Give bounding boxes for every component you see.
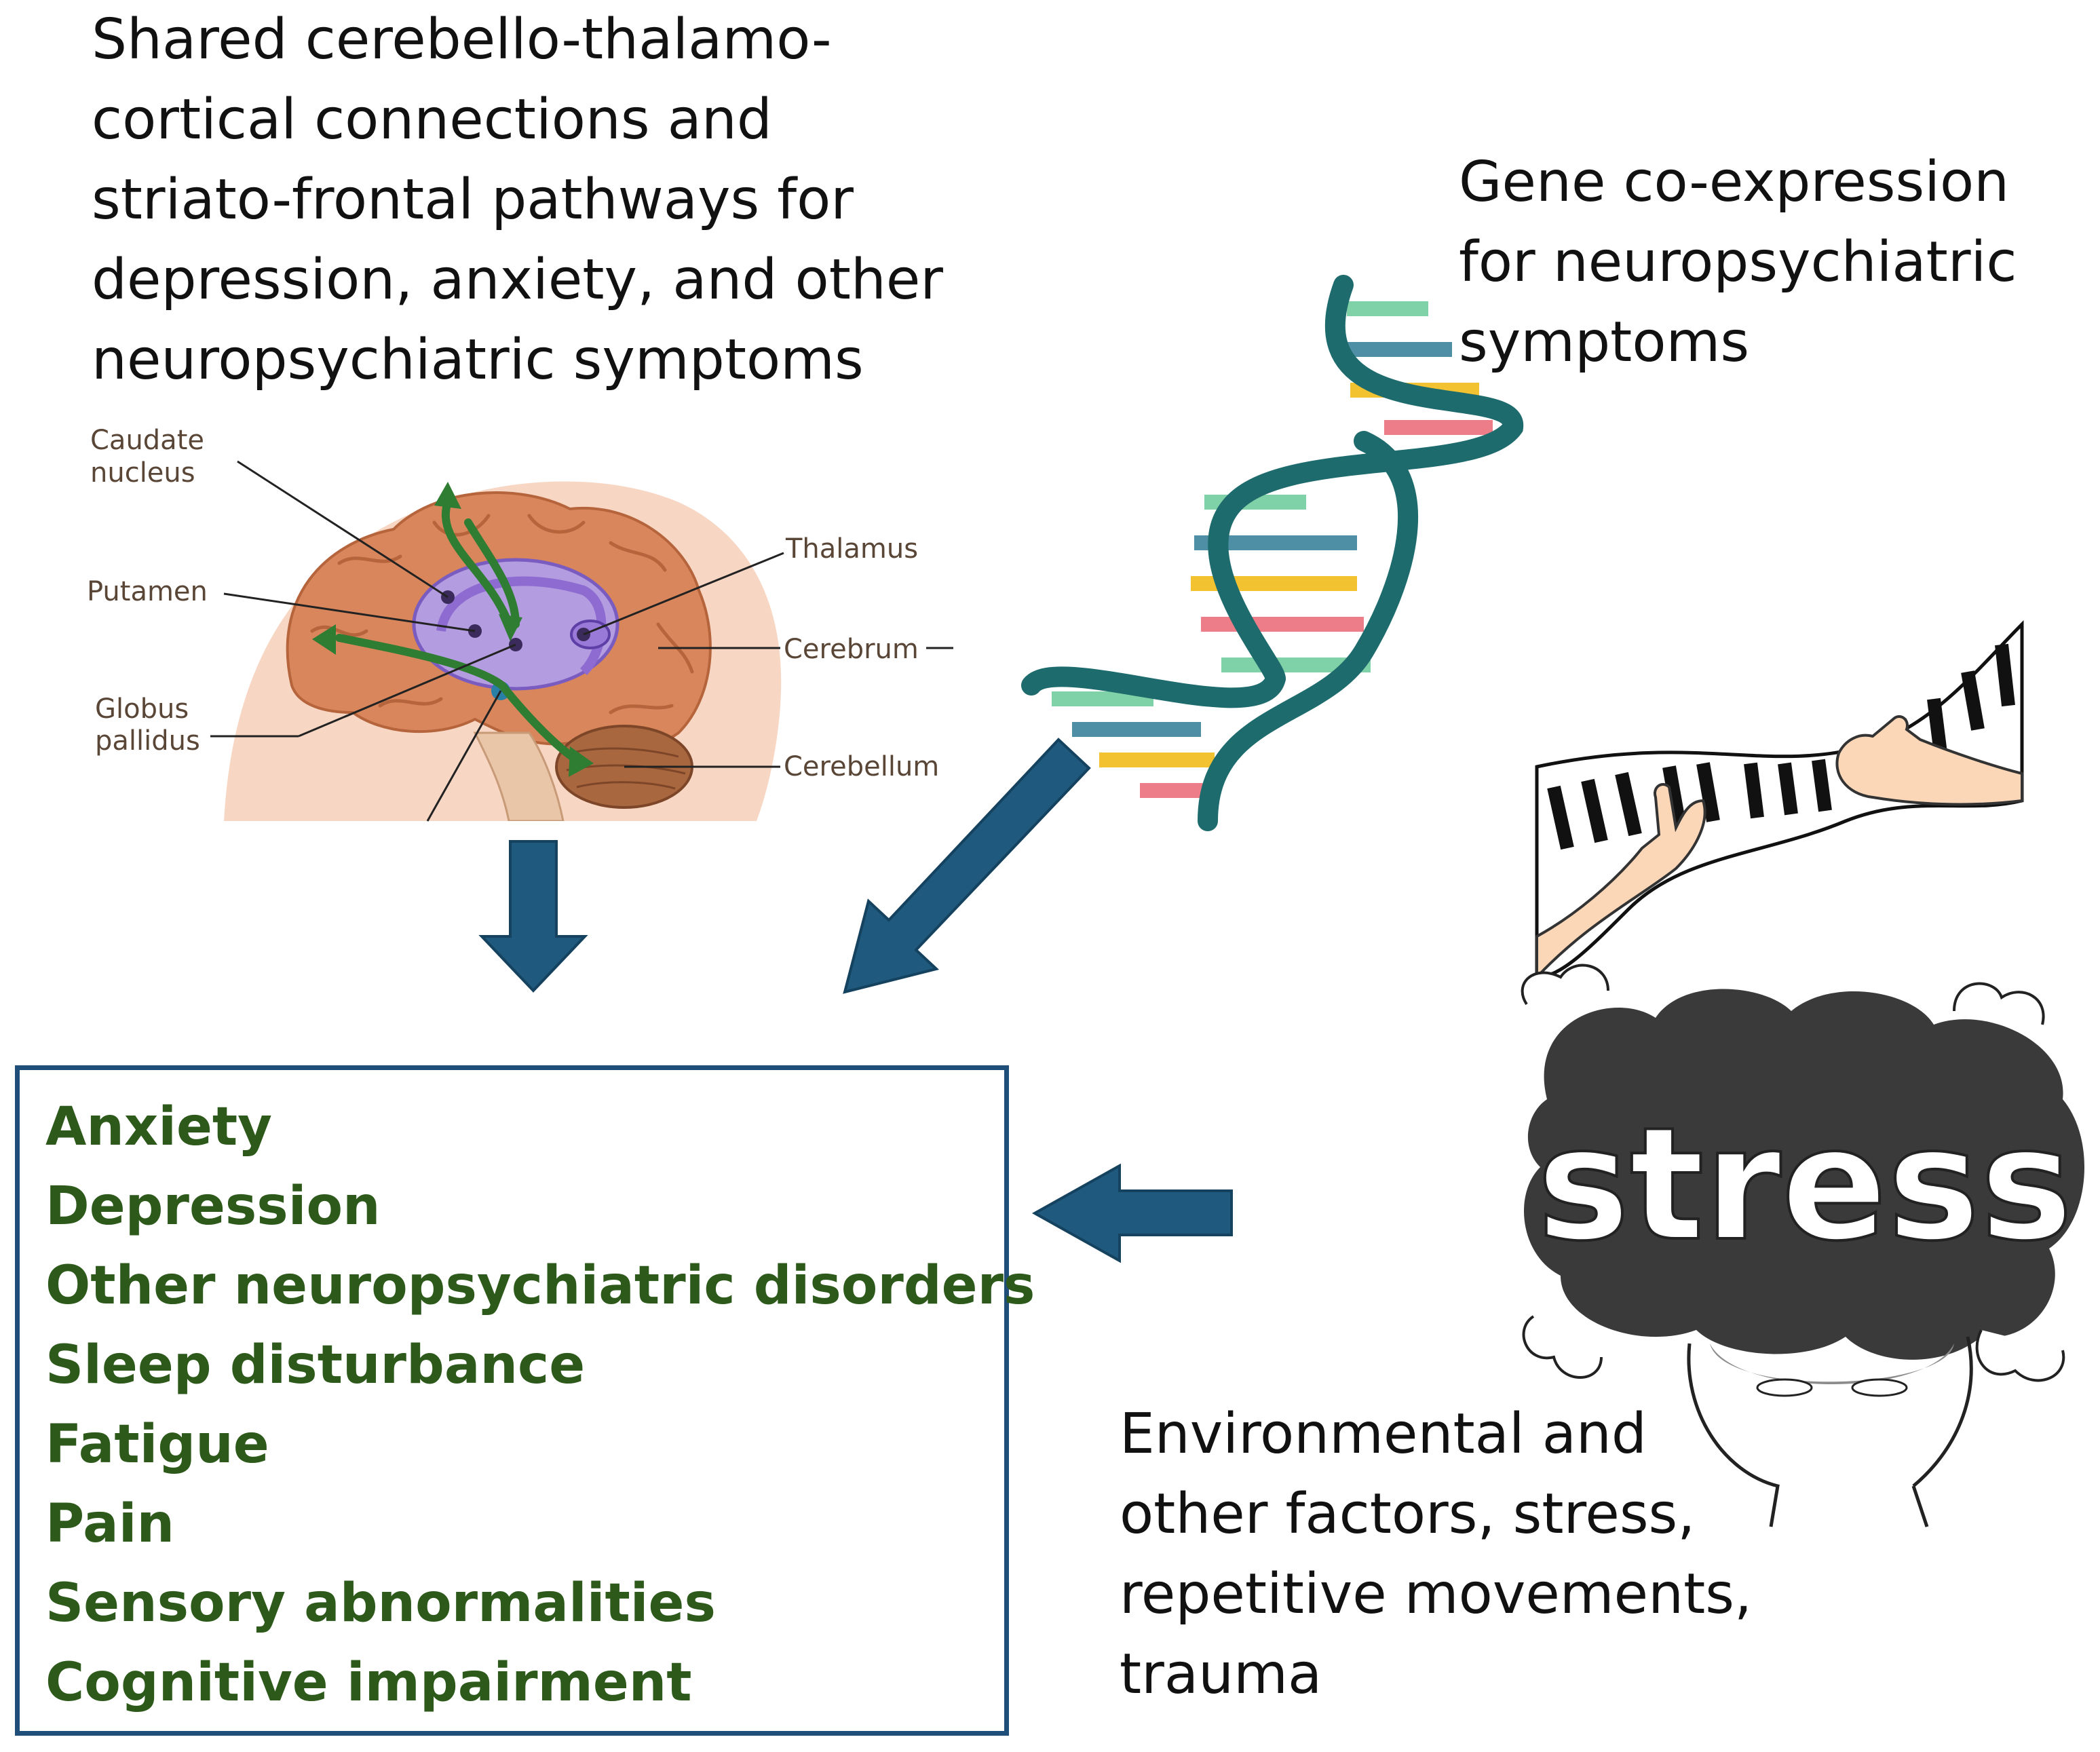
left-eye	[1756, 1378, 1813, 1397]
dna-strand-b	[1198, 431, 1419, 831]
caption-line: repetitive movements,	[1120, 1562, 1753, 1626]
caption-line: other factors, stress,	[1120, 1482, 1696, 1546]
environment-caption: Environmental and other factors, stress,…	[1120, 1394, 1752, 1715]
arrow-left-from-environment	[1031, 1163, 1233, 1263]
pathway-arrowheads	[312, 482, 594, 777]
left-hand	[1535, 783, 1706, 981]
caption-line: Gene co-expression	[1459, 150, 2010, 214]
brain-pathways-caption: Shared cerebello-thalamo- cortical conne…	[92, 0, 943, 400]
stress-face	[1687, 1336, 1973, 1527]
outcome-item: Sleep disturbance	[45, 1335, 586, 1396]
right-hand	[1835, 715, 2023, 806]
brain-leader-lines	[210, 460, 953, 822]
label-cerebrum: Cerebrum	[784, 634, 919, 665]
piano-keyboard	[1535, 620, 2024, 979]
label-caudate-line2: nucleus	[90, 457, 195, 489]
gene-caption: Gene co-expression for neuropsychiatric …	[1459, 142, 2017, 383]
arrow-down-from-brain	[478, 840, 588, 993]
outcome-item: Anxiety	[45, 1097, 272, 1158]
dna-helix-icon	[1021, 275, 1524, 831]
outcomes-list: Anxiety Depression Other neuropsychiatri…	[45, 1088, 1035, 1723]
block-arrows	[478, 738, 1233, 1263]
white-puffs	[1521, 964, 2065, 1382]
outcome-item: Pain	[45, 1493, 174, 1555]
label-putamen: Putamen	[87, 576, 208, 607]
pathway-arrows	[335, 498, 581, 764]
outcome-item: Cognitive impairment	[45, 1652, 692, 1713]
caption-line: striato-frontal pathways for	[92, 168, 854, 232]
arrow-diagonal-from-dna	[843, 738, 1091, 994]
label-cerebellum: Cerebellum	[784, 751, 939, 782]
piano-hands-illustration	[1535, 620, 2024, 981]
caption-line: neuropsychiatric symptoms	[92, 328, 864, 392]
stress-head-illustration: stress	[1521, 964, 2085, 1527]
caption-line: depression, anxiety, and other	[92, 248, 943, 312]
caption-line: Shared cerebello-thalamo-	[92, 7, 832, 72]
outcome-item: Other neuropsychiatric disorders	[45, 1255, 1035, 1316]
right-eye	[1851, 1378, 1908, 1397]
outcome-item: Depression	[45, 1176, 381, 1237]
outcome-item: Fatigue	[45, 1414, 269, 1475]
stress-word: stress	[1537, 1094, 2073, 1276]
stress-cloud	[1524, 989, 2085, 1360]
outcomes-box: Anxiety Depression Other neuropsychiatri…	[15, 1065, 1035, 1736]
dna-base-pairs	[1052, 301, 1493, 798]
caption-line: symptoms	[1459, 310, 1750, 375]
dna-strand-a	[1021, 275, 1524, 708]
caption-line: cortical connections and	[92, 88, 772, 152]
brain-illustration	[224, 481, 782, 821]
label-caudate-line1: Caudate	[90, 425, 204, 456]
piano-black-keys	[1547, 643, 2015, 850]
caption-line: for neuropsychiatric	[1459, 230, 2017, 294]
outcome-item: Sensory abnormalities	[45, 1573, 716, 1634]
label-thalamus: Thalamus	[785, 533, 918, 565]
brainstem-shape	[473, 731, 565, 821]
label-globus-line1: Globus	[95, 693, 189, 725]
caption-line: trauma	[1120, 1642, 1322, 1707]
label-globus-line2: pallidus	[95, 725, 200, 757]
caption-line: Environmental and	[1120, 1402, 1647, 1466]
